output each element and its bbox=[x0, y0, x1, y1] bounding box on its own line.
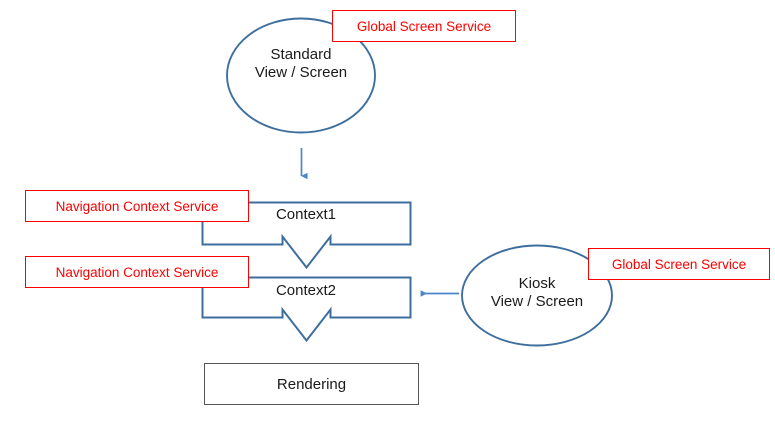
annotation-global-screen-service-top: Global Screen Service bbox=[332, 10, 516, 42]
annotation-navigation-context-service-2: Navigation Context Service bbox=[25, 256, 249, 288]
context1-block-arrow bbox=[201, 201, 412, 270]
kiosk-view-ellipse bbox=[461, 244, 613, 347]
annotation-navigation-context-service-1: Navigation Context Service bbox=[25, 190, 249, 222]
context2-block-arrow bbox=[201, 276, 412, 343]
annotation-global-screen-service-right: Global Screen Service bbox=[588, 248, 770, 280]
standard-view-ellipse bbox=[226, 17, 376, 134]
rendering-box: Rendering bbox=[204, 363, 419, 405]
